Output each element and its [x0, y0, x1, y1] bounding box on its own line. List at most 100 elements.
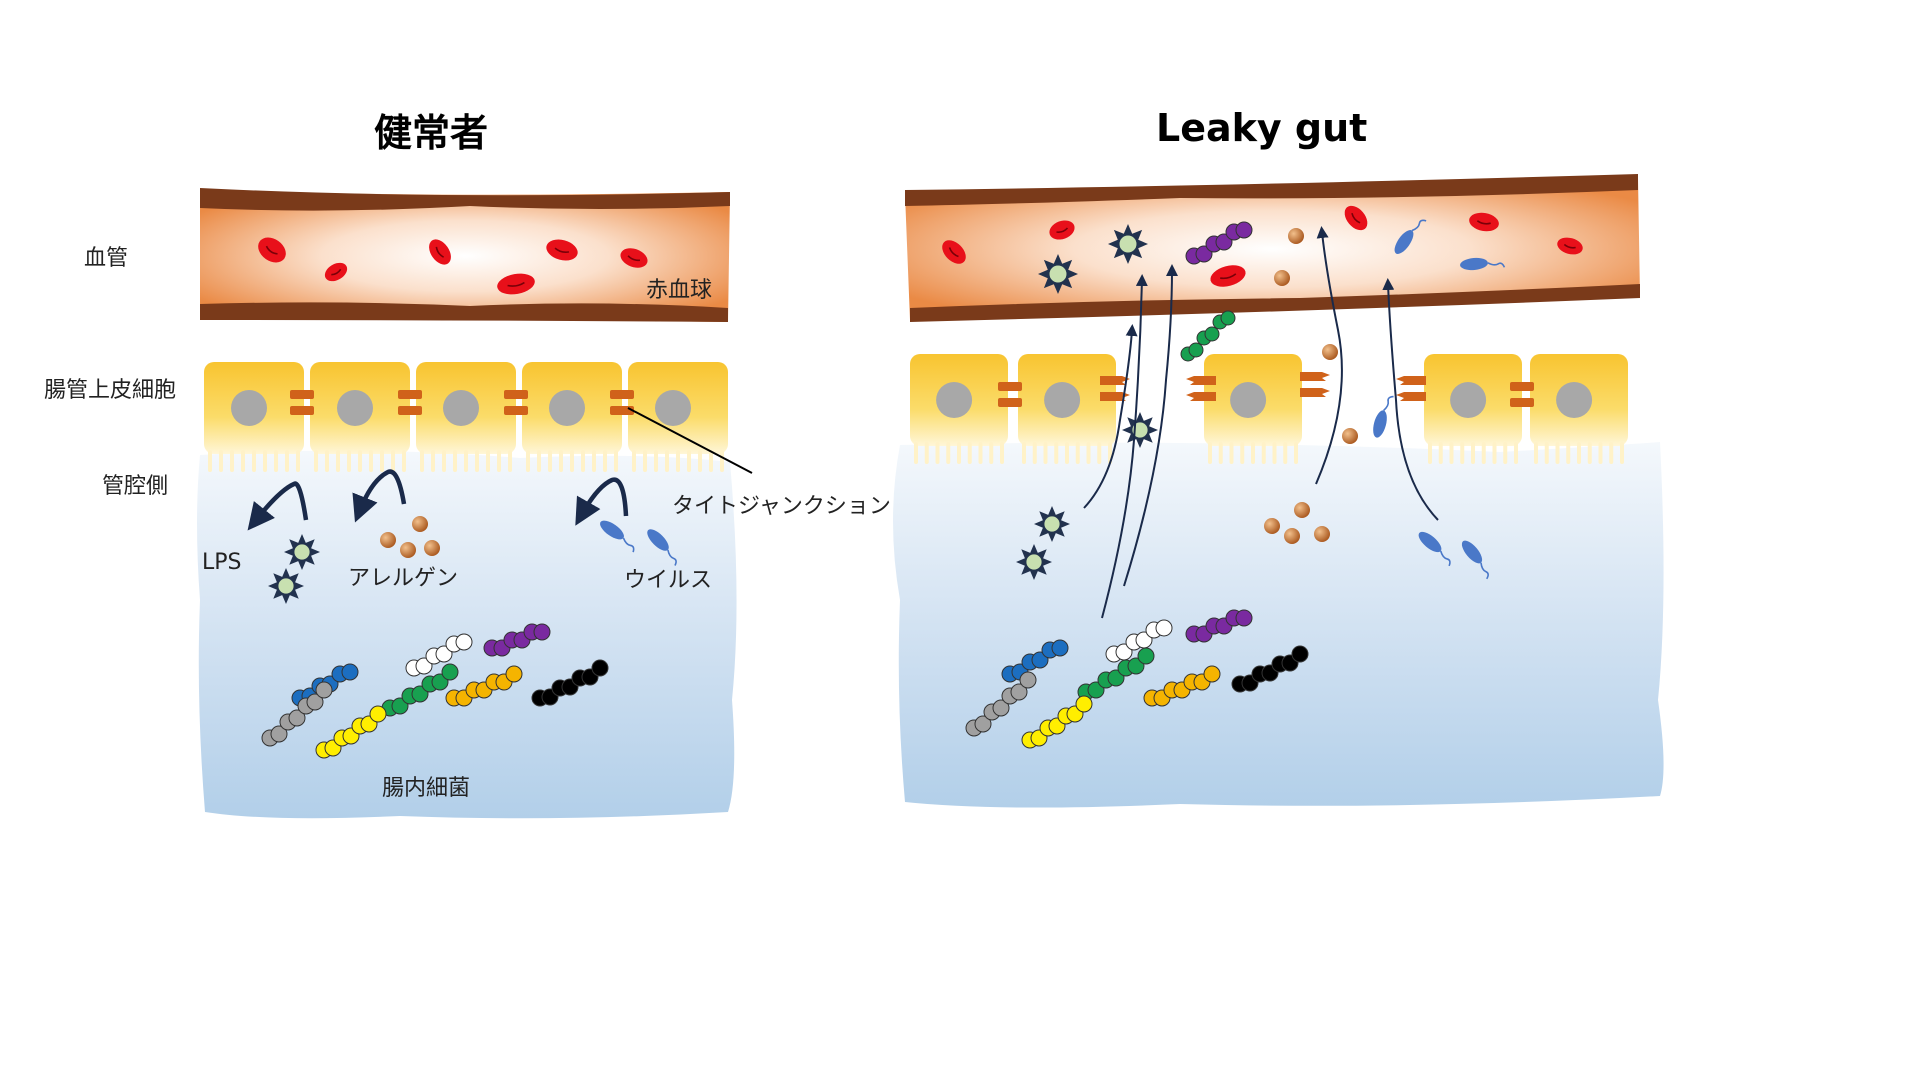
transfer-arrow: [1101, 274, 1148, 619]
red-blood-cell-body: [1557, 237, 1583, 255]
red-blood-cell: [1557, 237, 1583, 255]
red-blood-cell-body: [1344, 205, 1368, 231]
virus-tail: [1439, 550, 1451, 567]
bacterium: [1203, 665, 1221, 683]
nucleus: [1230, 382, 1267, 418]
virus-tail: [1487, 262, 1506, 268]
red-blood-cell-center: [627, 255, 641, 262]
red-blood-cell-center: [265, 245, 278, 255]
red-blood-cell-body: [1049, 220, 1075, 240]
tight-junction-label: タイトジャンクション: [672, 494, 891, 519]
tight-junction-fragment: [1186, 376, 1216, 385]
allergen-particle: [412, 516, 428, 532]
bacteria-chain: [1231, 645, 1309, 693]
bacterium: [1010, 683, 1028, 701]
nucleus: [1556, 382, 1593, 418]
bacterium: [505, 665, 523, 683]
epithelial-cell: [1424, 354, 1522, 464]
epithelial-cell: [1204, 354, 1302, 464]
transfer-arrow: [1382, 278, 1439, 521]
virus-tail: [622, 537, 635, 553]
tight-junction-bar: [1510, 382, 1534, 391]
broken-tight-junction: [1186, 376, 1216, 401]
tight-junction-bar: [398, 390, 422, 399]
bacterium: [306, 693, 324, 711]
red-blood-cell-center: [435, 246, 445, 258]
bacteria-chain: [1021, 695, 1093, 749]
tight-junction-fragment: [1186, 392, 1216, 401]
red-blood-cell-label: 赤血球: [646, 278, 713, 303]
epithelial-cell: [416, 362, 516, 472]
bacterium: [974, 715, 992, 733]
red-blood-cell: [1210, 265, 1246, 287]
allergen-label: アレルゲン: [348, 566, 459, 591]
tight-junction-fragment: [1300, 372, 1330, 381]
tight-junction-bar: [610, 390, 634, 399]
bacteria-chain: [261, 681, 333, 747]
nucleus: [443, 390, 479, 426]
bacterium: [270, 725, 288, 743]
tight-junction: [504, 390, 528, 415]
virus: [647, 529, 677, 566]
bacterium: [533, 623, 551, 641]
lps-core: [277, 577, 295, 595]
virus-tail: [1411, 219, 1427, 232]
lumen-side-label: 管腔側: [102, 474, 169, 499]
virus-body: [1373, 410, 1387, 438]
virus-body: [1418, 531, 1442, 553]
tight-junction: [1510, 382, 1534, 407]
allergen-particle: [1342, 428, 1358, 444]
virus-body: [647, 529, 669, 551]
bacteria-chain: [1001, 639, 1069, 683]
red-blood-cell-center: [1563, 243, 1576, 249]
tight-junction: [290, 390, 314, 415]
bacterium: [1155, 619, 1173, 637]
tight-junction: [998, 382, 1022, 407]
lps-molecule: [1038, 254, 1078, 294]
virus: [1373, 395, 1394, 438]
bacterium: [288, 709, 306, 727]
bacteria-chain: [1185, 221, 1253, 265]
rejection-arrow: [352, 469, 407, 523]
lps-label: LPS: [202, 550, 242, 575]
virus-tail: [667, 549, 677, 566]
tight-junction-pointer: [627, 407, 753, 474]
nucleus: [1044, 382, 1081, 418]
allergen-particle: [1322, 344, 1338, 360]
epithelial-cell: [910, 354, 1008, 464]
allergen-particle: [1294, 502, 1310, 518]
blood-vessel-label: 血管: [84, 246, 129, 271]
lps-molecule: [1034, 506, 1070, 542]
red-blood-cell-center: [948, 247, 959, 258]
allergen-particle: [400, 542, 416, 558]
tight-junction: [398, 390, 422, 415]
tight-junction-bar: [504, 390, 528, 399]
tight-junction-bar: [998, 382, 1022, 391]
tight-junction-fragment: [1100, 376, 1130, 385]
bacteria-chain: [381, 663, 459, 717]
bacterium: [315, 681, 333, 699]
bacterium: [1051, 639, 1069, 657]
lps-core: [1043, 515, 1061, 533]
virus: [1394, 219, 1427, 254]
tight-junction-fragment: [1100, 392, 1130, 401]
healthy-epithelium: [204, 362, 728, 472]
red-blood-cell-center: [1220, 273, 1237, 280]
tight-junction-bar: [398, 406, 422, 415]
bacterium: [1235, 221, 1253, 239]
nucleus: [337, 390, 373, 426]
lps-core: [1048, 264, 1068, 284]
leaky-blood-vessel: [905, 174, 1640, 322]
virus-body: [1394, 230, 1414, 254]
red-blood-cell: [942, 240, 966, 264]
transfer-arrow: [1315, 226, 1343, 485]
red-blood-cell-body: [942, 240, 966, 264]
bacteria-chain: [1143, 665, 1221, 707]
lps-core: [1025, 553, 1043, 571]
leaky-lumen: [893, 442, 1664, 808]
bacterium: [992, 699, 1010, 717]
bacterium: [369, 705, 387, 723]
broken-tight-junction: [1396, 376, 1426, 401]
virus: [1418, 531, 1451, 567]
